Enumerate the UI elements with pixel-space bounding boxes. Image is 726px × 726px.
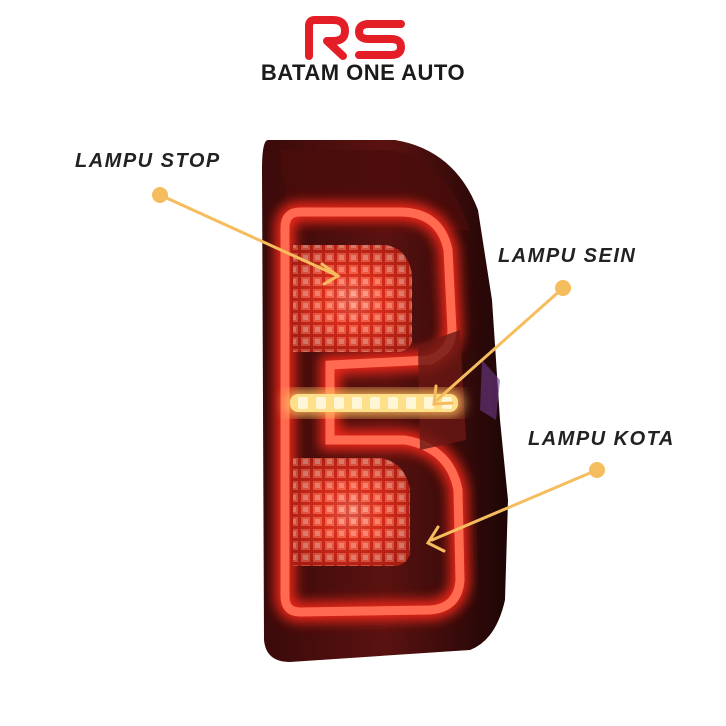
callout-label-kota: LAMPU KOTA xyxy=(528,428,675,450)
brand-logo xyxy=(305,16,405,60)
callout-label-sein: LAMPU SEIN xyxy=(498,245,637,267)
callout-label-stop: LAMPU STOP xyxy=(75,150,221,172)
brand-name: BATAM ONE AUTO xyxy=(260,60,466,85)
